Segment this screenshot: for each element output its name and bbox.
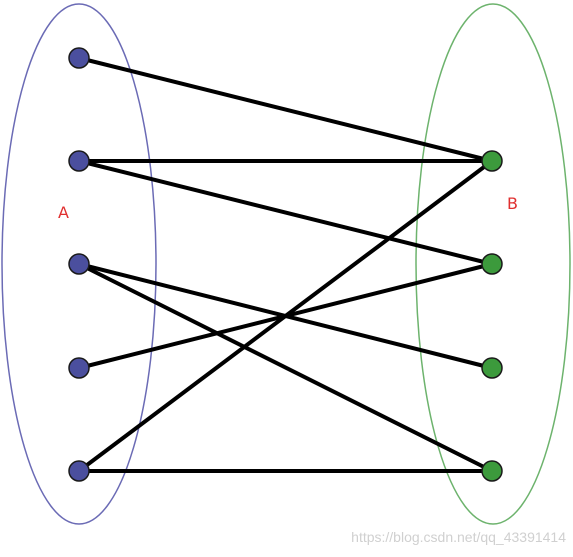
set-b-ellipse — [415, 3, 571, 525]
node-a1 — [68, 47, 90, 69]
node-b1 — [481, 150, 503, 172]
edge-a5-b1 — [77, 159, 494, 473]
edge-a1-b1 — [77, 56, 494, 163]
node-a3 — [68, 253, 90, 275]
set-a-ellipse — [1, 3, 157, 525]
node-b3 — [481, 357, 503, 379]
set-b-label: B — [507, 194, 518, 213]
node-a5 — [68, 460, 90, 482]
node-a2 — [68, 150, 90, 172]
nodes-group — [68, 47, 503, 482]
edge-a2-b2 — [77, 159, 494, 266]
edges-group — [77, 56, 494, 473]
node-b2 — [481, 253, 503, 275]
node-b4 — [481, 460, 503, 482]
edge-a3-b4 — [77, 262, 494, 473]
set-a-label: A — [58, 203, 69, 222]
node-a4 — [68, 357, 90, 379]
watermark-text: https://blog.csdn.net/qq_43391414 — [351, 529, 566, 545]
